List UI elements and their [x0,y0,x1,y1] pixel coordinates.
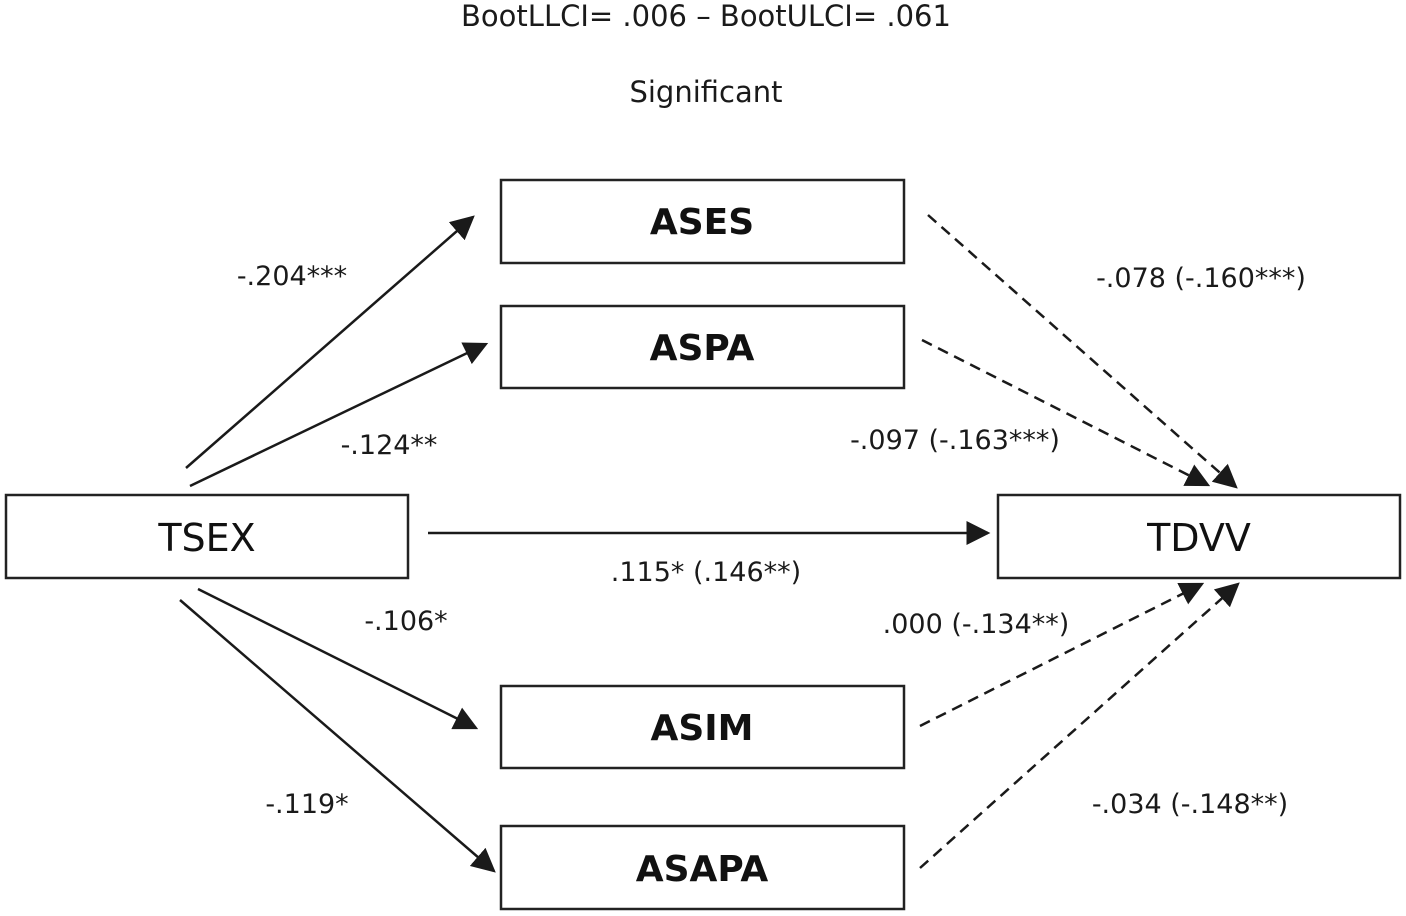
node-tdvv-label: TDVV [1146,516,1251,560]
node-tsex: TSEX [4,493,410,580]
node-asim: ASIM [499,684,906,770]
coef-aspa-tdvv: -.097 (-.163***) [850,425,1060,456]
node-asapa: ASAPA [499,824,906,911]
arrow-ases-tdvv [927,214,1238,489]
node-ases: ASES [499,178,906,265]
coef-tsex-aspa: -.124** [341,430,438,461]
arrow-tsex-aspa [189,342,489,488]
coef-asapa-tdvv: -.034 (-.148**) [1092,789,1288,820]
coef-tsex-asapa: -.119* [265,789,348,820]
significance-label: Significant [629,75,782,109]
coef-tsex-asim: -.106* [364,606,447,637]
arrow-tsex-asim [197,587,479,730]
node-ases-label: ASES [650,202,754,243]
arrow-tsex-asapa [179,599,496,873]
coef-tsex-ases: -.204*** [237,261,347,292]
node-asim-label: ASIM [650,708,753,749]
arrow-aspa-tdvv [921,338,1211,487]
ci-header: BootLLCI= .006 – BootULCI= .061 [461,0,951,33]
arrow-tsex-ases [185,215,475,469]
node-asapa-label: ASAPA [636,849,769,890]
node-tsex-label: TSEX [157,516,255,560]
node-tdvv: TDVV [996,493,1402,580]
arrow-asim-tdvv [919,582,1205,728]
coef-asim-tdvv: .000 (-.134**) [883,609,1070,640]
node-aspa-label: ASPA [650,328,755,369]
coef-tsex-tdvv: .115* (.146**) [611,557,801,588]
node-aspa: ASPA [499,304,906,390]
coef-ases-tdvv: -.078 (-.160***) [1096,263,1306,294]
